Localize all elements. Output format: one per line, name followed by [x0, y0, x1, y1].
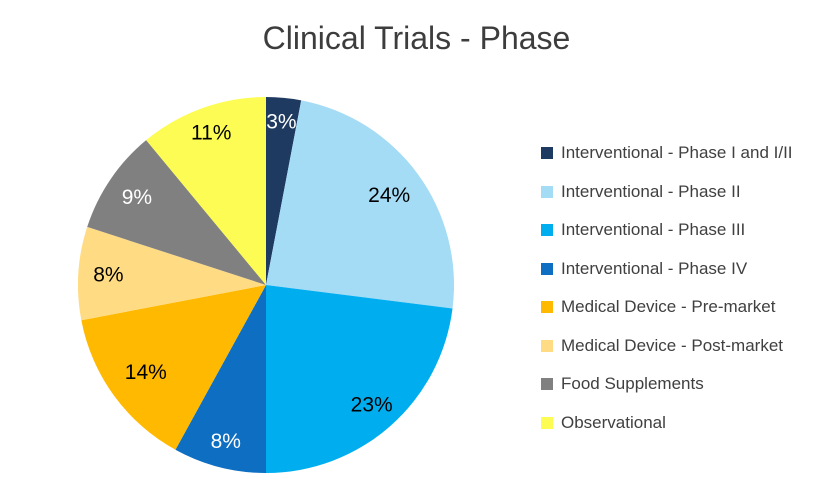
pie-slice-6 [77, 226, 267, 321]
pie-slice-2 [266, 100, 455, 309]
pie-slice-label-1: 3% [266, 111, 296, 134]
legend-swatch [541, 416, 553, 429]
legend-swatch [541, 378, 553, 391]
legend-item-7: Food Supplements [541, 365, 793, 404]
pie-slice-label-5: 14% [125, 361, 167, 384]
legend-swatch [541, 147, 553, 160]
pie-slice-label-4: 8% [211, 430, 241, 453]
legend-label: Interventional - Phase II [561, 181, 741, 201]
pie-slice-label-3: 23% [351, 393, 393, 416]
pie-slice-label-7: 9% [122, 186, 152, 209]
legend-label: Observational [561, 412, 666, 432]
pie-slice-4 [175, 285, 266, 473]
legend-label: Medical Device - Post-market [561, 335, 784, 355]
pie-slice-1 [266, 97, 302, 285]
pie-slice-3 [266, 285, 453, 473]
legend-item-5: Medical Device - Pre-market [541, 288, 793, 327]
pie-slice-label-8: 11% [191, 121, 231, 144]
pie-slice-label-6: 8% [93, 264, 123, 287]
legend-item-2: Interventional - Phase II [541, 173, 793, 212]
legend-swatch [541, 339, 553, 352]
legend-item-3: Interventional - Phase III [541, 211, 793, 250]
legend-label: Interventional - Phase IV [561, 258, 748, 278]
chart-title: Clinical Trials - Phase [262, 20, 571, 56]
pie-slice-label-2: 24% [368, 184, 410, 207]
legend-label: Food Supplements [561, 374, 704, 394]
pie-slice-7 [87, 140, 266, 285]
legend-item-8: Observational [541, 404, 793, 443]
legend-label: Medical Device - Pre-market [561, 297, 776, 317]
legend-item-6: Medical Device - Post-market [541, 327, 793, 366]
chart-legend: Interventional - Phase I and I/II Interve… [541, 134, 793, 442]
legend-swatch [541, 185, 553, 198]
legend-swatch [541, 224, 553, 237]
pie-slice-5 [81, 285, 266, 450]
legend-label: Interventional - Phase III [561, 220, 746, 240]
legend-item-4: Interventional - Phase IV [541, 250, 793, 289]
legend-swatch [541, 262, 553, 275]
legend-label: Interventional - Phase I and I/II [561, 143, 793, 163]
legend-swatch [541, 301, 553, 314]
pie-slice-8 [146, 97, 266, 285]
legend-item-1: Interventional - Phase I and I/II [541, 134, 793, 173]
